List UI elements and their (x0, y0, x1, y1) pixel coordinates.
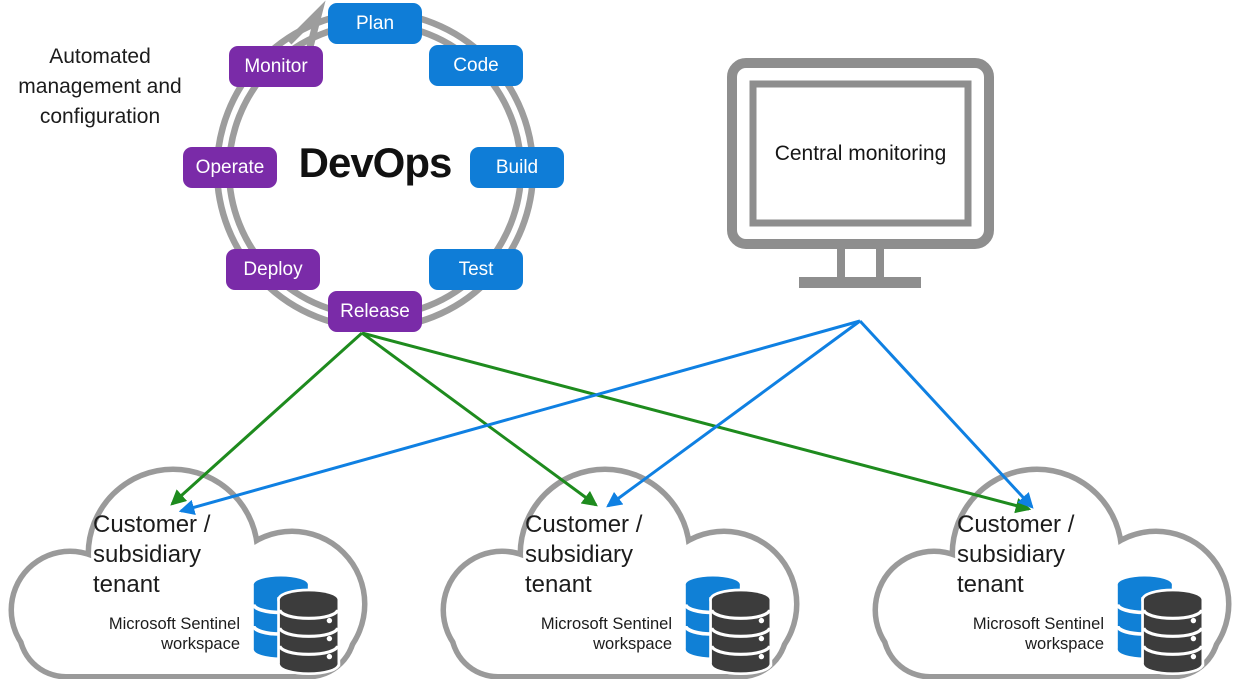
cloud-2-workspace-label: Microsoft Sentinel workspace (540, 615, 672, 653)
stage-release: Release (328, 291, 422, 332)
blue-arrow-cloud-3 (858, 319, 1034, 509)
blue-arrow-cloud-1 (178, 319, 861, 515)
cloud-2-title: Customer / subsidiary tenant (525, 511, 643, 598)
green-arrow-cloud-1 (170, 331, 364, 506)
devops-title: DevOps (298, 139, 453, 186)
cloud-1-workspace-label: Microsoft Sentinel workspace (108, 615, 240, 653)
deployment-arrows (170, 331, 1032, 514)
cloud-3-workspace-label: Microsoft Sentinel workspace (972, 615, 1104, 653)
blue-arrow-cloud-2 (606, 319, 861, 508)
monitoring-arrows (178, 319, 1034, 515)
monitor-icon (727, 58, 994, 288)
stage-monitor: Monitor (229, 46, 323, 87)
cloud-3-title: Customer / subsidiary tenant (957, 511, 1075, 598)
stage-build: Build (470, 147, 564, 188)
stage-code: Code (429, 45, 523, 86)
green-arrow-cloud-3 (361, 331, 1032, 514)
stage-operate: Operate (183, 147, 277, 188)
green-arrow-cloud-2 (361, 331, 598, 507)
automation-caption: Automated management and configuration (18, 45, 182, 128)
stage-test: Test (429, 249, 523, 290)
stage-plan: Plan (328, 3, 422, 44)
stage-deploy: Deploy (226, 249, 320, 290)
cloud-1-title: Customer / subsidiary tenant (93, 511, 211, 598)
central-monitoring-label: Central monitoring (774, 141, 947, 165)
